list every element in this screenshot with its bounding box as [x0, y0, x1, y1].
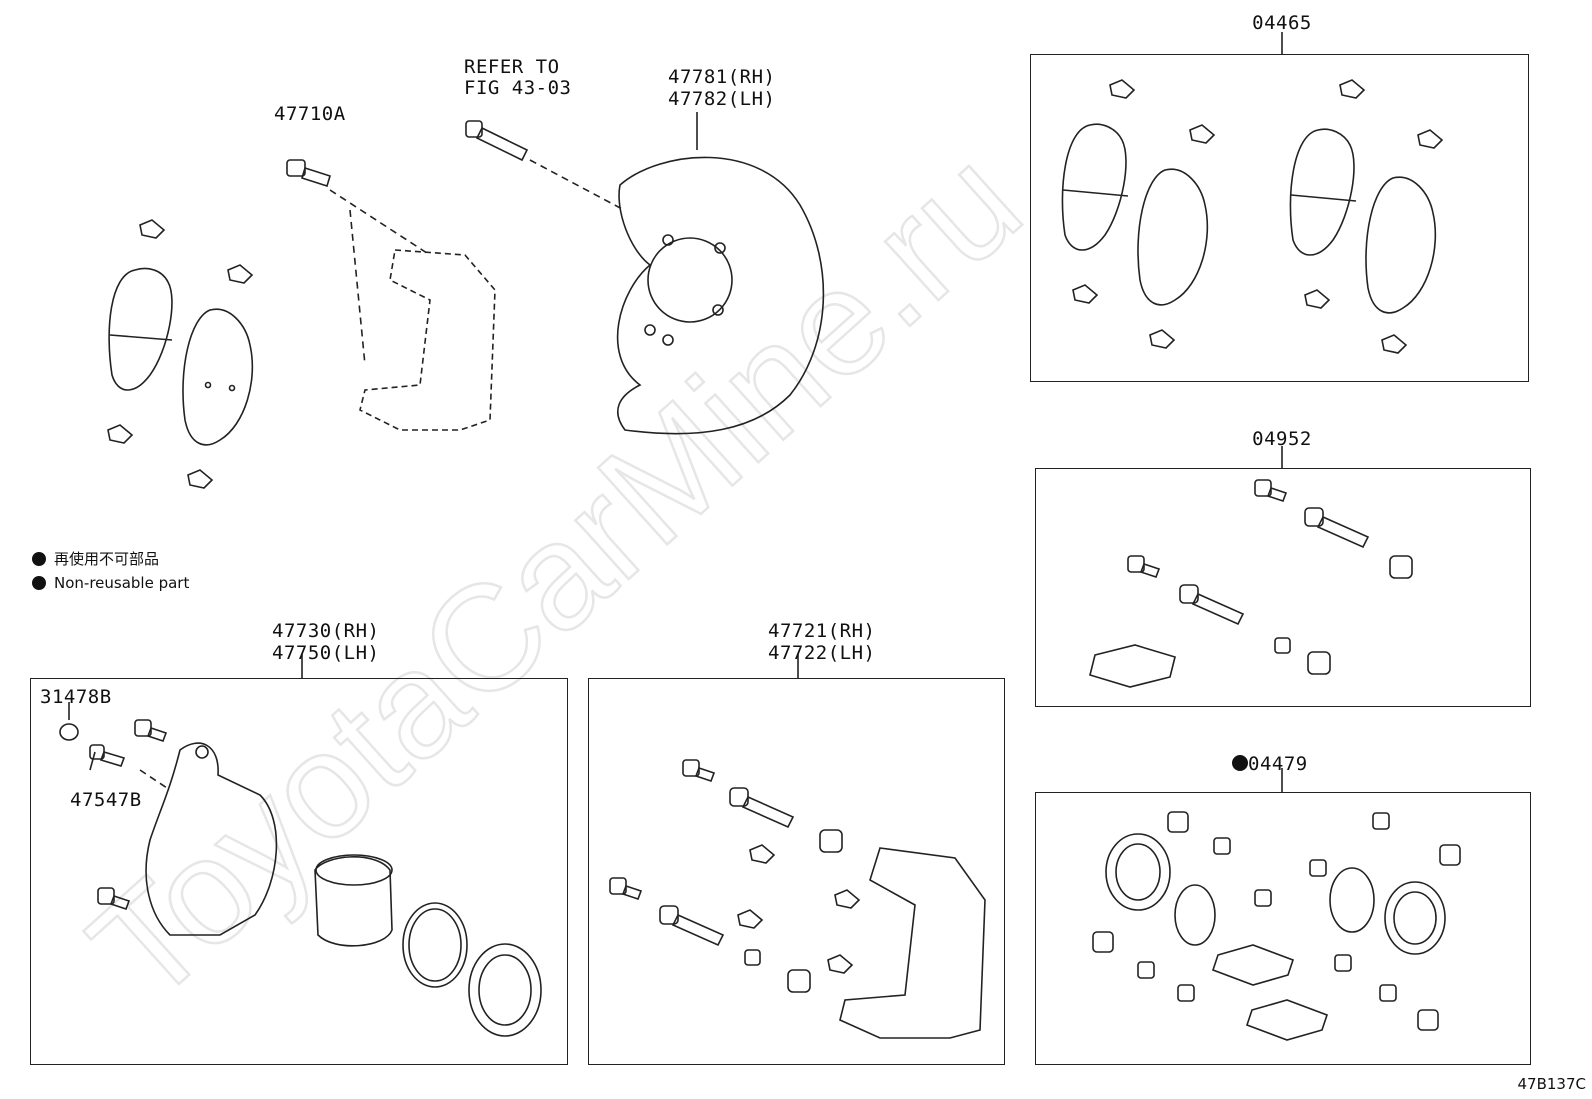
- kit-04952-box: [1035, 468, 1531, 707]
- label-47750-lh[interactable]: 47750(LH): [272, 642, 380, 664]
- non-reusable-dot-icon: [1232, 755, 1248, 771]
- label-47547b[interactable]: 47547B: [70, 789, 142, 811]
- label-refer-line2[interactable]: FIG 43-03: [464, 77, 572, 99]
- label-04952[interactable]: 04952: [1252, 428, 1312, 450]
- refer-bolt: [465, 120, 529, 162]
- label-47781-rh[interactable]: 47781(RH): [668, 66, 776, 88]
- mounting-bracket-kit-parts: [609, 759, 986, 1039]
- legend-en-text: Non-reusable part: [54, 574, 190, 592]
- kit-04465-pads: [1061, 79, 1444, 354]
- label-47730-rh[interactable]: 47730(RH): [272, 620, 380, 642]
- label-04479-text: 04479: [1248, 753, 1308, 775]
- left-brake-pads: [107, 219, 254, 489]
- legend-jp-text: 再使用不可部品: [54, 550, 160, 568]
- kit-04952-parts: [1089, 479, 1413, 688]
- non-reusable-dot-icon: [32, 576, 46, 590]
- legend-en: Non-reusable part: [32, 574, 189, 592]
- mounting-bracket-box: [588, 678, 1005, 1065]
- caliper-mounting-bracket-dashed: [359, 249, 496, 431]
- legend-jp: 再使用不可部品: [32, 548, 159, 569]
- label-47722-lh[interactable]: 47722(LH): [768, 642, 876, 664]
- non-reusable-dot-icon: [32, 551, 46, 566]
- label-47710a[interactable]: 47710A: [274, 103, 346, 125]
- bolt-47710a: [286, 159, 331, 188]
- kit-04479-box: [1035, 792, 1531, 1065]
- caliper-assembly-box: [30, 678, 568, 1065]
- disc-brake-dust-cover: [616, 156, 825, 435]
- figure-id: 47B137C: [1517, 1075, 1586, 1093]
- label-47782-lh[interactable]: 47782(LH): [668, 88, 776, 110]
- caliper-assembly-parts: [59, 719, 542, 1037]
- label-refer-line1[interactable]: REFER TO: [464, 56, 560, 78]
- label-31478b[interactable]: 31478B: [40, 686, 112, 708]
- kit-04479-parts: [1092, 811, 1461, 1041]
- label-04465[interactable]: 04465: [1252, 12, 1312, 34]
- label-04479[interactable]: 04479: [1232, 753, 1308, 775]
- label-47721-rh[interactable]: 47721(RH): [768, 620, 876, 642]
- kit-04465-box: [1030, 54, 1529, 382]
